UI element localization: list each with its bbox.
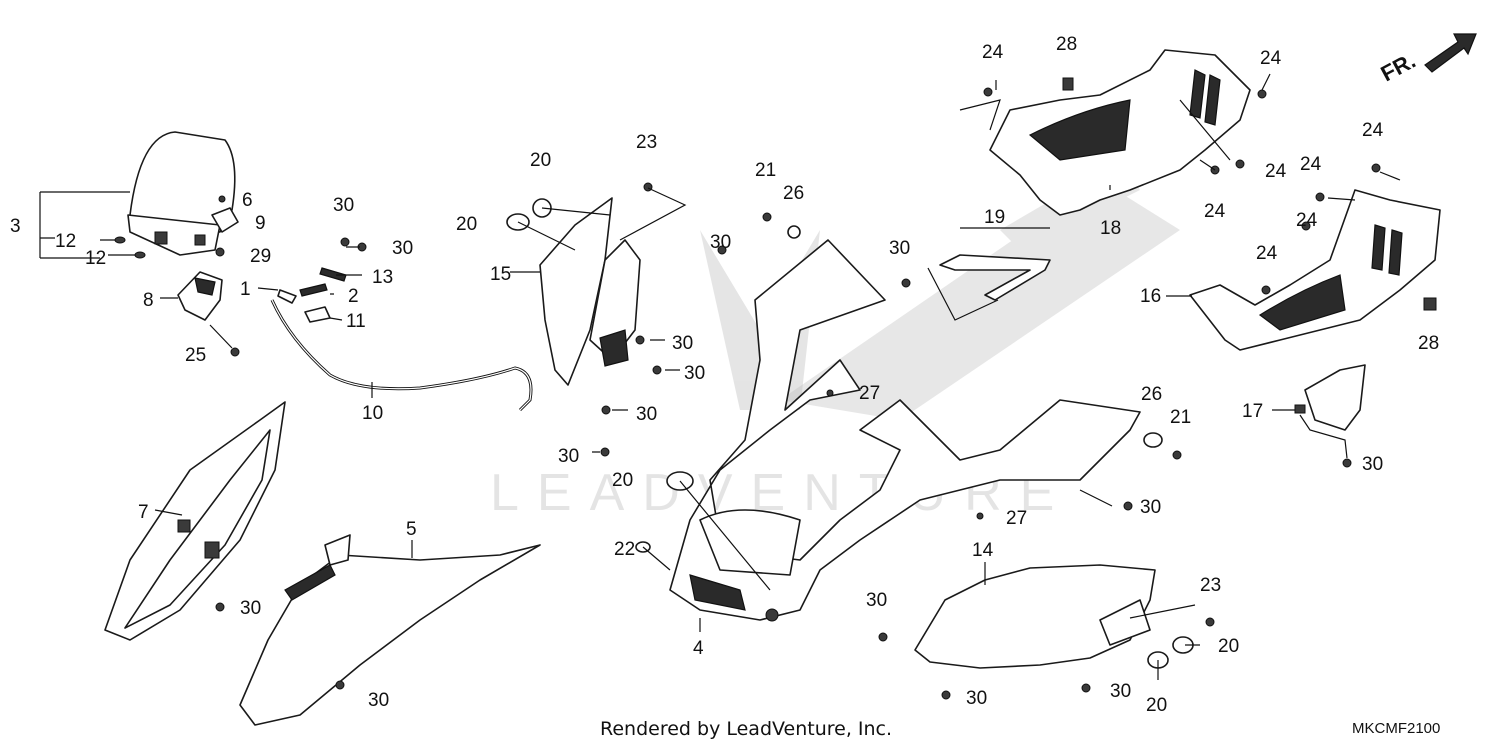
part-18-rear-cover [959, 49, 1271, 216]
parts-21-26-lower [1143, 432, 1182, 460]
callout-20: 20 [456, 214, 477, 235]
callout-6: 6 [242, 190, 253, 211]
part-3-leads [39, 191, 146, 259]
callout-30: 30 [1140, 497, 1161, 518]
callout-24: 24 [1260, 48, 1282, 69]
callout-labels: 3 12 12 6 9 29 8 25 1 2 13 11 30 30 10 7… [10, 34, 1439, 716]
front-direction-indicator: FR. [1377, 33, 1477, 87]
callout-25: 25 [185, 345, 206, 366]
callout-11: 11 [346, 311, 366, 332]
callout-30: 30 [966, 688, 987, 709]
callout-30: 30 [333, 195, 354, 216]
callout-7: 7 [138, 502, 149, 523]
callout-16: 16 [1140, 286, 1161, 307]
part-3-cover [127, 131, 236, 256]
callout-20: 20 [530, 150, 551, 171]
callout-13: 13 [372, 267, 393, 288]
callout-30: 30 [392, 238, 413, 259]
callout-29: 29 [250, 246, 271, 267]
callout-22: 22 [614, 539, 635, 560]
callout-23: 23 [1200, 575, 1221, 596]
part-17-bracket [1272, 364, 1366, 468]
callout-30: 30 [889, 238, 910, 259]
part-10-cable [270, 299, 533, 412]
callout-24: 24 [1265, 161, 1287, 182]
callout-30: 30 [368, 690, 389, 711]
part-9-clip [211, 195, 239, 257]
callout-24: 24 [1204, 201, 1226, 222]
callout-24: 24 [1300, 154, 1322, 175]
callout-30: 30 [710, 232, 731, 253]
callout-23: 23 [636, 132, 657, 153]
callout-24: 24 [1256, 243, 1278, 264]
part-5-floor-panel [239, 534, 541, 726]
part-4-main-body [635, 239, 1141, 632]
callout-8: 8 [143, 290, 154, 311]
callout-15: 15 [490, 264, 511, 285]
callout-30: 30 [1362, 454, 1383, 475]
callout-21: 21 [755, 160, 776, 181]
callout-26: 26 [1141, 384, 1162, 405]
callout-30: 30 [672, 333, 693, 354]
callout-12: 12 [55, 231, 76, 252]
part-15-inner-panel [506, 182, 687, 457]
callout-28: 28 [1418, 333, 1439, 354]
callout-24: 24 [982, 42, 1004, 63]
callout-9: 9 [255, 213, 266, 234]
callout-19: 19 [984, 207, 1005, 228]
callout-30: 30 [866, 590, 887, 611]
callout-5: 5 [406, 519, 417, 540]
callout-2: 2 [348, 286, 359, 307]
callout-30: 30 [1110, 681, 1131, 702]
part-16-side-rear-cover [1166, 163, 1441, 351]
part-14-side-panel [878, 562, 1215, 700]
front-label: FR. [1377, 48, 1420, 87]
callout-30: 30 [558, 446, 579, 467]
callout-26: 26 [783, 183, 804, 204]
part-19-stay [901, 227, 1051, 321]
callout-14: 14 [972, 540, 994, 561]
callout-17: 17 [1242, 401, 1263, 422]
callout-30: 30 [636, 404, 657, 425]
callout-10: 10 [362, 403, 383, 424]
parts-21-26-upper [762, 212, 801, 239]
callout-1: 1 [240, 279, 251, 300]
part-8-bracket [160, 271, 240, 357]
callout-20: 20 [1218, 636, 1239, 657]
diagram-code: MKCMF2100 [1352, 720, 1441, 737]
callout-30: 30 [684, 363, 705, 384]
callout-28: 28 [1056, 34, 1077, 55]
callout-24: 24 [1296, 210, 1318, 231]
callout-27: 27 [1006, 508, 1027, 529]
callout-18: 18 [1100, 218, 1121, 239]
parts-1-2-11-13-springs [257, 237, 367, 323]
callout-30: 30 [240, 598, 261, 619]
callout-24: 24 [1362, 120, 1384, 141]
rendered-by-credit: Rendered by LeadVenture, Inc. [600, 718, 893, 740]
callout-20: 20 [1146, 695, 1167, 716]
part-7-side-cover [104, 401, 286, 641]
callout-4: 4 [693, 638, 704, 659]
callout-21: 21 [1170, 407, 1191, 428]
callout-20: 20 [612, 470, 633, 491]
callout-12: 12 [85, 248, 106, 269]
callout-27: 27 [859, 383, 880, 404]
callout-3: 3 [10, 216, 21, 237]
